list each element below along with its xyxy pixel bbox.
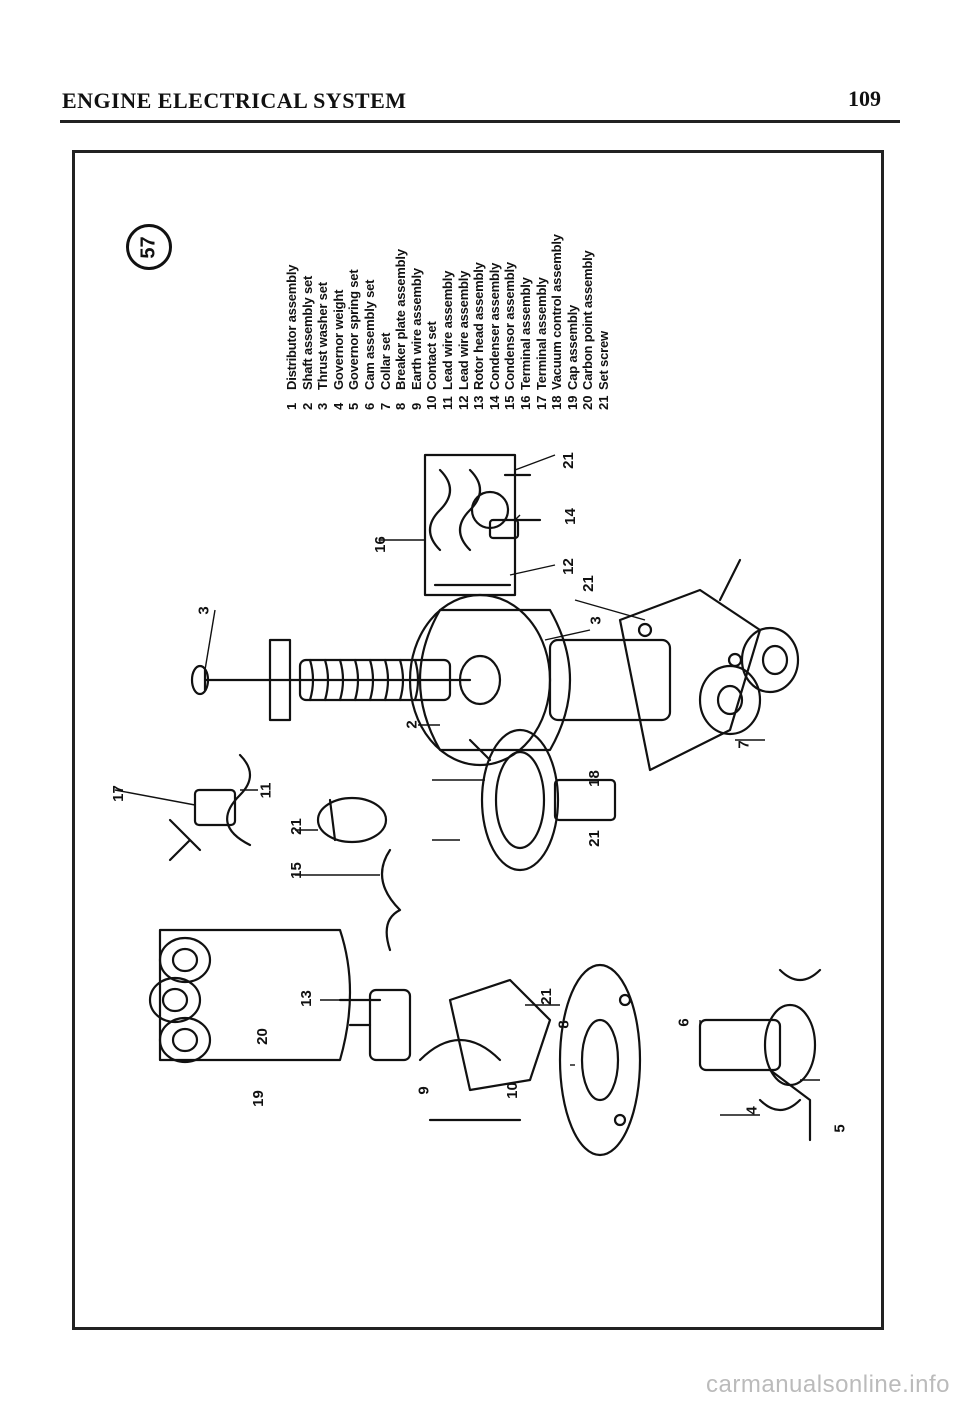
callout-17: 17 [109,785,127,802]
callout-21-bottom: 21 [537,988,555,1005]
page-header-title: ENGINE ELECTRICAL SYSTEM [62,88,407,113]
callout-6: 6 [675,1018,693,1027]
collar-drawing [698,558,800,736]
shaft-assembly-drawing [190,638,472,722]
callout-21-top: 21 [559,452,577,469]
callout-21-vacuum: 21 [585,830,603,847]
page-number: 109 [848,86,881,111]
callout-3-right: 3 [587,616,605,625]
figure-number-badge: 57 [126,224,172,270]
callout-15: 15 [287,862,305,879]
callout-21-right: 21 [579,575,597,592]
callout-8: 8 [555,1020,573,1029]
watermark: carmanualsonline.info [706,1371,950,1398]
callout-7: 7 [735,740,753,749]
callout-13: 13 [297,990,315,1007]
callout-5: 5 [831,1124,849,1133]
breaker-plate-drawing [558,963,642,1157]
figure-frame [72,150,884,1330]
callout-12: 12 [559,558,577,575]
terminal-assembly-drawing [423,453,542,597]
cam-governor-drawing [698,968,822,1142]
callout-18: 18 [585,770,603,787]
callout-14: 14 [561,508,579,525]
header-rule [60,120,900,123]
callout-19: 19 [249,1090,267,1107]
contact-set-drawing [418,978,552,1122]
condenser-lead-drawing [168,753,402,952]
callout-21-left: 21 [287,818,305,835]
callout-20: 20 [253,1028,271,1045]
callout-16: 16 [371,536,389,553]
callout-11: 11 [257,782,275,799]
callout-4: 4 [743,1106,761,1115]
callout-3-top: 3 [195,606,213,615]
callout-9: 9 [415,1086,433,1095]
rotor-drawing [348,988,412,1062]
vacuum-control-drawing [468,728,617,872]
callout-10: 10 [503,1082,521,1099]
callout-2: 2 [403,720,421,729]
housing-drawing [408,588,762,772]
